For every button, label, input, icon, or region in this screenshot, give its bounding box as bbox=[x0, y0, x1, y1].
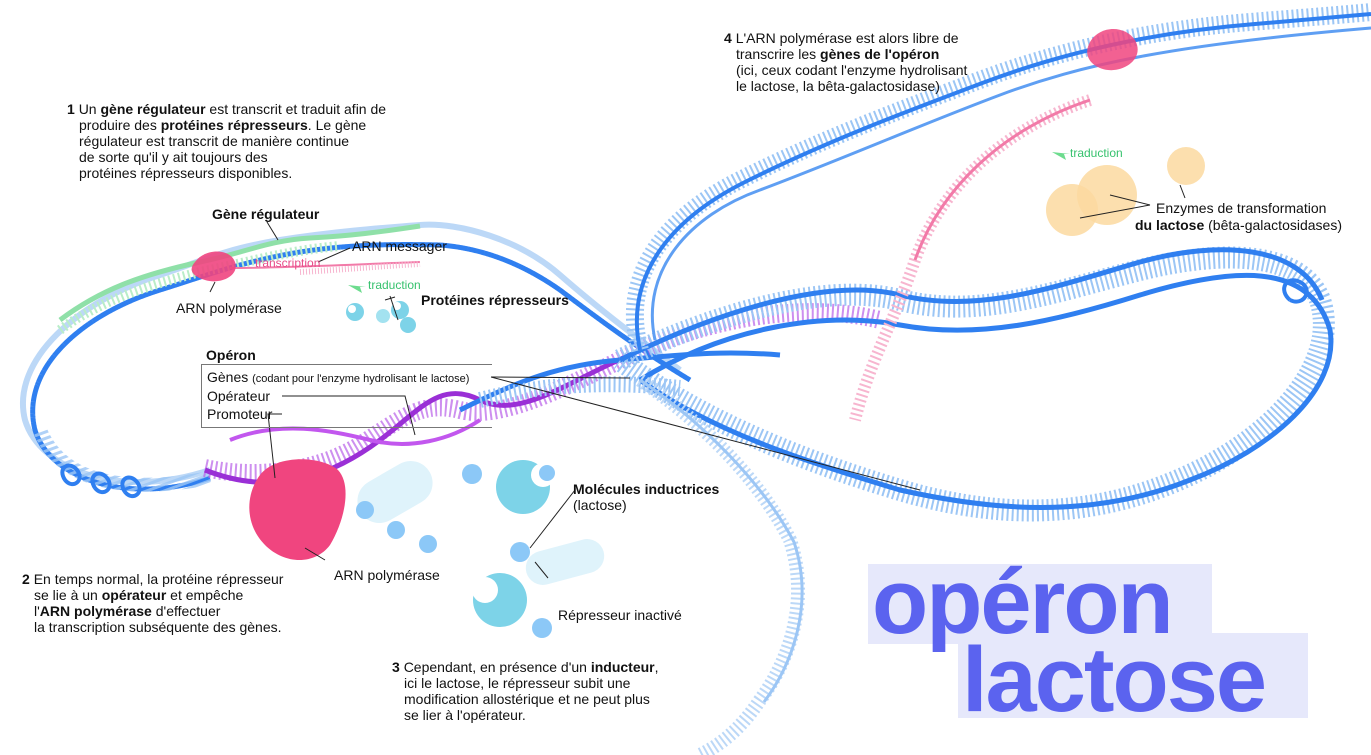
label-proteines-represseurs: Protéines répresseurs bbox=[421, 292, 569, 308]
dna-right-loop bbox=[613, 246, 1335, 522]
step3-line2: ici le lactose, le répresseur subit une bbox=[404, 675, 631, 691]
step4-line1: 4 L'ARN polymérase est alors libre de bbox=[724, 30, 959, 46]
label-traduction-right: traduction bbox=[1070, 146, 1123, 160]
label-represseur-inactive: Répresseur inactivé bbox=[558, 607, 682, 623]
label-promoteur: Promoteur bbox=[207, 406, 273, 422]
title-line1: opéron bbox=[872, 551, 1174, 653]
repressor-proteins-small bbox=[346, 301, 416, 333]
step3-line4: se lier à l'opérateur. bbox=[404, 707, 526, 723]
inducer-molecules bbox=[356, 464, 552, 638]
label-molecules-inductrices: Molécules inductrices bbox=[573, 481, 720, 497]
step4-line3: (ici, ceux codant l'enzyme hydrolisant bbox=[736, 62, 968, 78]
rna-polymerase-top bbox=[191, 251, 236, 282]
step4-line4: le lactose, la bêta-galactosidase) bbox=[736, 78, 940, 94]
step1-line4: de sorte qu'il y ait toujours des bbox=[79, 149, 268, 165]
step2-text: 2 En temps normal, la protéine répresseu… bbox=[22, 571, 283, 635]
label-arn-messager: ARN messager bbox=[352, 238, 447, 254]
inactive-repressors bbox=[357, 460, 605, 627]
label-operateur: Opérateur bbox=[207, 388, 271, 404]
label-operon: Opéron bbox=[206, 347, 256, 363]
label-transcription: transcription bbox=[255, 256, 321, 270]
label-genes: Gènes (codant pour l'enzyme hydrolisant … bbox=[207, 369, 470, 385]
step2-line4: la transcription subséquente des gènes. bbox=[34, 619, 282, 635]
title-line2: lactose bbox=[962, 629, 1267, 731]
step1-line3: régulateur est transcrit de manière cont… bbox=[79, 133, 350, 149]
mrna-strand-right bbox=[849, 94, 1092, 422]
step2-line2: se lie à un opérateur et empêche bbox=[34, 587, 244, 603]
mrna-strand-left bbox=[229, 261, 421, 269]
title-bg-2 bbox=[958, 633, 1308, 718]
dna-lower-strand bbox=[636, 374, 806, 755]
step3-line3: modification allostérique et ne peut plu… bbox=[404, 691, 650, 707]
step3-line1: 3 Cependant, en présence d'un inducteur, bbox=[392, 659, 659, 675]
step4-text: 4 L'ARN polymérase est alors libre de tr… bbox=[724, 30, 967, 94]
traduction-arrow-left bbox=[348, 285, 366, 293]
step2-line3: l'ARN polymérase d'effectuer bbox=[34, 603, 221, 619]
step1-text: 1 Un gène régulateur est transcrit et tr… bbox=[67, 101, 386, 181]
traduction-arrow-right bbox=[1052, 152, 1070, 160]
step2-line1: 2 En temps normal, la protéine répresseu… bbox=[22, 571, 284, 587]
leader-lines bbox=[209, 221, 921, 579]
step4-line2: transcrire les gènes de l'opéron bbox=[736, 46, 940, 62]
rna-polymerase-right bbox=[1087, 28, 1138, 71]
label-gene-regulateur: Gène régulateur bbox=[212, 206, 320, 222]
operon-bracket bbox=[201, 364, 492, 428]
step1-line5: protéines répresseurs disponibles. bbox=[79, 165, 293, 181]
label-arn-polymerase-bottom: ARN polymérase bbox=[334, 567, 440, 583]
step1-line1: 1 Un gène régulateur est transcrit et tr… bbox=[67, 101, 387, 117]
label-enzymes-line2: du lactose (bêta-galactosidases) bbox=[1135, 217, 1342, 233]
label-arn-polymerase-top: ARN polymérase bbox=[176, 300, 282, 316]
label-lactose-paren: (lactose) bbox=[573, 497, 627, 513]
label-traduction-left: traduction bbox=[368, 278, 421, 292]
step1-line2: produire des protéines répresseurs. Le g… bbox=[79, 117, 367, 133]
label-enzymes-line1: Enzymes de transformation bbox=[1156, 200, 1327, 216]
step3-text: 3 Cependant, en présence d'un inducteur,… bbox=[392, 659, 659, 723]
rna-polymerase-bottom bbox=[249, 459, 346, 560]
title-bg-1 bbox=[868, 564, 1212, 644]
dna-upper-strand bbox=[625, 3, 1371, 353]
regulatory-gene bbox=[57, 223, 421, 335]
